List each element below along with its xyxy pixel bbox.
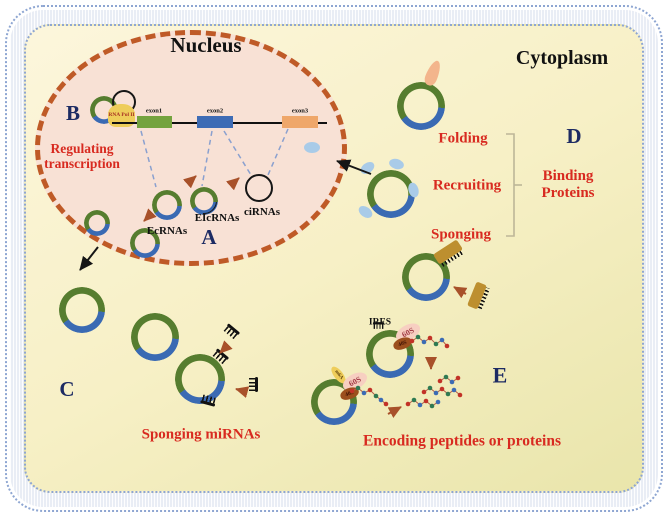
eicrnas-label: EIcRNAs <box>194 211 240 224</box>
folding-circrna-ring <box>397 82 445 130</box>
exon1-label: exon1 <box>145 107 163 115</box>
ecrnas-label: EcRNAs <box>146 224 188 237</box>
binding-proteins-label: Binding Proteins <box>541 168 595 201</box>
exon3-box <box>282 116 318 128</box>
mirna-comb-free-2 <box>249 377 258 392</box>
ecrna-ring-2 <box>130 228 160 258</box>
section-c-label: C <box>59 377 75 402</box>
circrna-c2-ring <box>131 313 179 361</box>
cirnas-label: ciRNAs <box>243 205 281 218</box>
sponging-label: Sponging <box>430 226 492 243</box>
exon2-box <box>197 116 233 128</box>
ires-label: IRES <box>368 317 392 328</box>
recruiting-label: Recruiting <box>432 177 502 194</box>
nucleus-title: Nucleus <box>170 33 242 58</box>
section-e-label: E <box>492 362 508 388</box>
eicrna-ring <box>185 182 223 220</box>
circrna-c3-ring <box>175 354 225 404</box>
recruiting-circrna-ring <box>367 170 415 218</box>
rna-polymerase-ii: RNA Pol II <box>108 104 135 127</box>
section-a-label: A <box>201 225 217 250</box>
sponging-mirnas-label: Sponging miRNAs <box>141 426 261 443</box>
exported-circrna-ring <box>84 210 110 236</box>
cytoplasm-title: Cytoplasm <box>515 46 609 69</box>
exon1-box <box>137 116 172 128</box>
circrna-c1-ring <box>59 287 105 333</box>
exon2-label: exon2 <box>206 107 224 115</box>
cirna-ring <box>245 174 273 202</box>
regulating-transcription-label: Regulating transcription <box>44 140 120 171</box>
folding-label: Folding <box>438 130 488 147</box>
imported-protein-ellipse <box>304 142 320 153</box>
ecrna-ring-1 <box>152 190 182 220</box>
cell-membrane-outer-ring <box>5 5 663 512</box>
section-b-label: B <box>65 101 81 126</box>
section-d-label: D <box>566 124 582 149</box>
encoding-peptides-label: Encoding peptides or proteins <box>363 432 561 450</box>
exon3-label: exon3 <box>291 107 309 115</box>
